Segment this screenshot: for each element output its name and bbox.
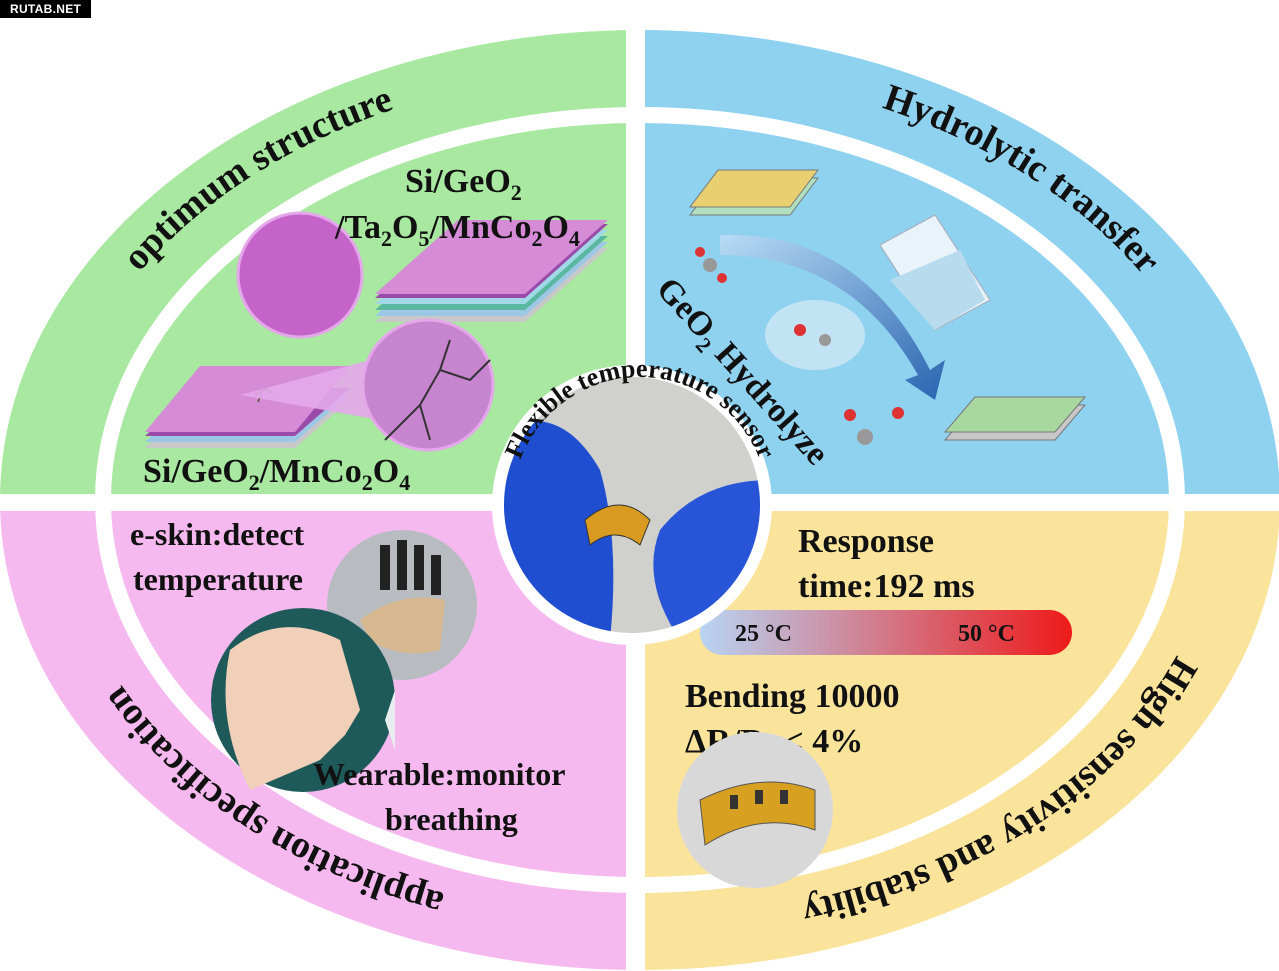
watermark: RUTAB.NET: [0, 0, 92, 18]
scale-high-label: 50 °C: [958, 621, 1015, 647]
inner-ring-divider: [95, 107, 1185, 893]
label-eskin-line1: e-skin:detect: [130, 516, 305, 552]
wearable-breathing-head-image: [211, 608, 395, 792]
label-response-line1: Response: [798, 523, 934, 560]
label-trilayer-line1: Si/GeO2: [405, 163, 522, 205]
label-bilayer: Si/GeO2/MnCo2O4: [143, 453, 410, 495]
label-trilayer-line2: /Ta2O5/MnCo2O4: [334, 209, 580, 251]
layered-film-bilayer: [145, 318, 495, 452]
magnified-view-cracked: [361, 318, 495, 452]
bent-sensor-photo: [677, 732, 833, 888]
temperature-scale-bar: [700, 610, 1072, 655]
hydrolysis-illustration: [688, 169, 1087, 445]
magnified-view-smooth: [236, 211, 364, 339]
label-eskin-line2: temperature: [133, 561, 303, 597]
scale-low-label: 25 °C: [735, 621, 792, 647]
label-wearable-line2: breathing: [385, 801, 518, 837]
label-wearable-line1: Wearable:monitor: [313, 756, 565, 792]
label-bending-line1: Bending 10000: [685, 678, 899, 715]
label-response-line2: time:192 ms: [798, 568, 975, 605]
process-arrow-icon: [720, 234, 945, 400]
layered-film-trilayer: [236, 211, 608, 339]
